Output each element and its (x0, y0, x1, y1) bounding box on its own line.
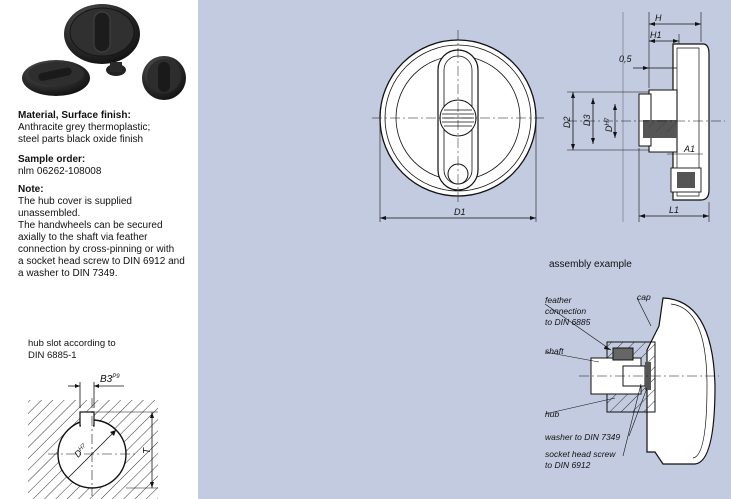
label-screw-1: socket head screw (545, 449, 616, 459)
label-shaft: shaft (545, 346, 564, 356)
note-line: The hub cover is supplied (18, 196, 132, 207)
label-washer: washer to DIN 7349 (545, 432, 620, 442)
note-line: connection by cross-pinning or with (18, 244, 175, 255)
dim-b3-tol: P9 (112, 374, 120, 380)
svg-text:DH7: DH7 (604, 117, 614, 132)
side-view-drawing: H H1 0,5 D2 D3 DH7 A1 L1 (562, 12, 725, 222)
dim-d2: D2 (562, 116, 572, 128)
dim-l1: L1 (669, 205, 679, 215)
product-photo (22, 4, 186, 100)
dim-d1: D1 (454, 207, 466, 217)
label-screw-2: to DIN 6912 (545, 460, 591, 470)
dim-h1: H1 (650, 30, 662, 40)
dim-b3: B3 (100, 374, 113, 385)
dim-05: 0,5 (619, 54, 633, 64)
hub-slot-caption-1: hub slot according to (28, 338, 116, 349)
sample-order-heading: Sample order: (18, 154, 86, 165)
technical-drawing-panel: D1 H H1 0,5 D2 D3 (198, 0, 731, 499)
note-line: a washer to DIN 7349. (18, 268, 118, 279)
label-feather-3: to DIN 6885 (545, 317, 591, 327)
hub-slot-caption-2: DIN 6885-1 (28, 350, 77, 361)
sample-order-value: nlm 06262-108008 (18, 166, 102, 177)
note-line: axially to the shaft via feather (18, 232, 148, 243)
left-info-panel: Material, Surface finish: Anthracite gre… (0, 0, 198, 499)
label-cap: cap (637, 292, 651, 302)
dim-dh7-tol: H7 (605, 117, 611, 125)
svg-text:DH7: DH7 (72, 442, 90, 460)
dim-dh7: D (604, 125, 614, 132)
dim-t: T (142, 447, 153, 454)
note-heading: Note: (18, 184, 44, 195)
front-view-drawing: D1 (372, 30, 546, 222)
assembly-example-title: assembly example (549, 259, 632, 270)
dim-h: H (655, 13, 662, 23)
dim-a1: A1 (683, 144, 695, 154)
assembly-example-drawing: feather connection to DIN 6885 cap shaft… (544, 292, 719, 470)
hub-slot-drawing: B3P9 DH7 T (28, 374, 158, 499)
material-heading: Material, Surface finish: (18, 110, 131, 121)
label-hub: hub (545, 409, 559, 419)
material-line-2: steel parts black oxide finish (18, 134, 144, 145)
label-feather-1: feather (545, 295, 573, 305)
svg-text:B3P9: B3P9 (100, 374, 120, 385)
label-feather-2: connection (545, 306, 586, 316)
note-line: unassembled. (18, 208, 81, 219)
note-line: The handwheels can be secured (18, 220, 163, 231)
dim-d3: D3 (582, 114, 592, 126)
note-line: a socket head screw to DIN 6912 and (18, 256, 185, 267)
material-line-1: Anthracite grey thermoplastic; (18, 122, 151, 133)
dim-d-tol: H7 (78, 443, 88, 453)
